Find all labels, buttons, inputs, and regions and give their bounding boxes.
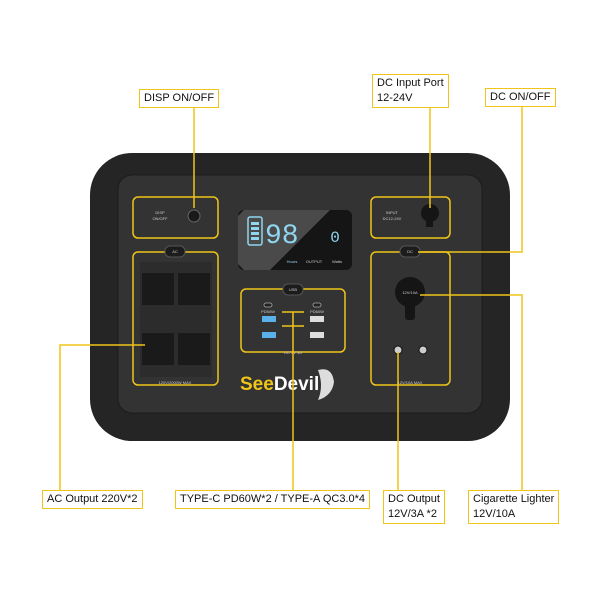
callout-dc-output-line2: 12V/3A *2 [388, 508, 437, 520]
brand-logo: SeeDevil [240, 374, 319, 395]
output-watts: 0 [330, 229, 340, 247]
dc-output-port [418, 345, 428, 355]
dc-rating: 12V/10A MAX [398, 380, 423, 385]
callout-cig-line1: Cigarette Lighter [473, 493, 555, 505]
input-label: INPUT [386, 210, 399, 215]
disp-panel [132, 196, 219, 239]
callout-disp-onoff: DISP ON/OFF [139, 89, 220, 108]
usb-tag: USB [289, 287, 298, 292]
ac-outlet [178, 333, 210, 365]
callout-dc-input-line2: 12-24V [377, 92, 413, 104]
input-panel [370, 196, 451, 239]
callout-usb: TYPE-C PD60W*2 / TYPE-A QC3.0*4 [175, 490, 371, 509]
callout-dc-input: DC Input Port 12-24V [372, 74, 449, 108]
callout-dc-input-line1: DC Input Port [377, 77, 444, 89]
devil-fish-icon [318, 369, 334, 400]
callout-dc-onoff: DC ON/OFF [485, 88, 556, 107]
pd-label: PD60W [261, 309, 275, 314]
ac-outlet [142, 273, 174, 305]
dc-input-port [421, 204, 439, 222]
ac-outlet [178, 273, 210, 305]
ac-outlet [142, 333, 174, 365]
disp-label: DISP [155, 210, 165, 215]
cigarette-lighter-socket [395, 277, 425, 307]
leader-lines [59, 106, 523, 490]
screen-output-label: OUTPUT [306, 259, 323, 264]
input-label-2: DC12-24V [383, 216, 402, 221]
cig-label: 12V/10A [402, 290, 418, 295]
battery-icon [247, 216, 263, 246]
usb-c-port [263, 302, 273, 308]
dc-tag: DC [407, 249, 413, 254]
callout-cigarette-lighter: Cigarette Lighter 12V/10A [468, 490, 560, 524]
usb-c-port [312, 302, 322, 308]
usb-a-port [310, 316, 324, 322]
ac-outlets [142, 273, 210, 365]
screen-hours-label: Hours [287, 259, 298, 264]
disp-label-2: ON/OFF [152, 216, 168, 221]
screen-watts-label: Watts [332, 259, 342, 264]
callout-ac-output: AC Output 220V*2 [42, 490, 143, 509]
callout-dc-output: DC Output 12V/3A *2 [383, 490, 445, 524]
callout-cig-line2: 12V/10A [473, 508, 516, 520]
callout-dc-output-line1: DC Output [388, 493, 440, 505]
pd-label: PD60W [310, 309, 324, 314]
battery-percent: 98 [265, 221, 299, 252]
usb-a-port [262, 332, 276, 338]
usb-a-port [310, 332, 324, 338]
usb-a-port [262, 316, 276, 322]
ac-rating: 120V/2000W MAX [159, 380, 192, 385]
ac-tag: AC [172, 249, 178, 254]
disp-power-button[interactable] [187, 209, 201, 223]
